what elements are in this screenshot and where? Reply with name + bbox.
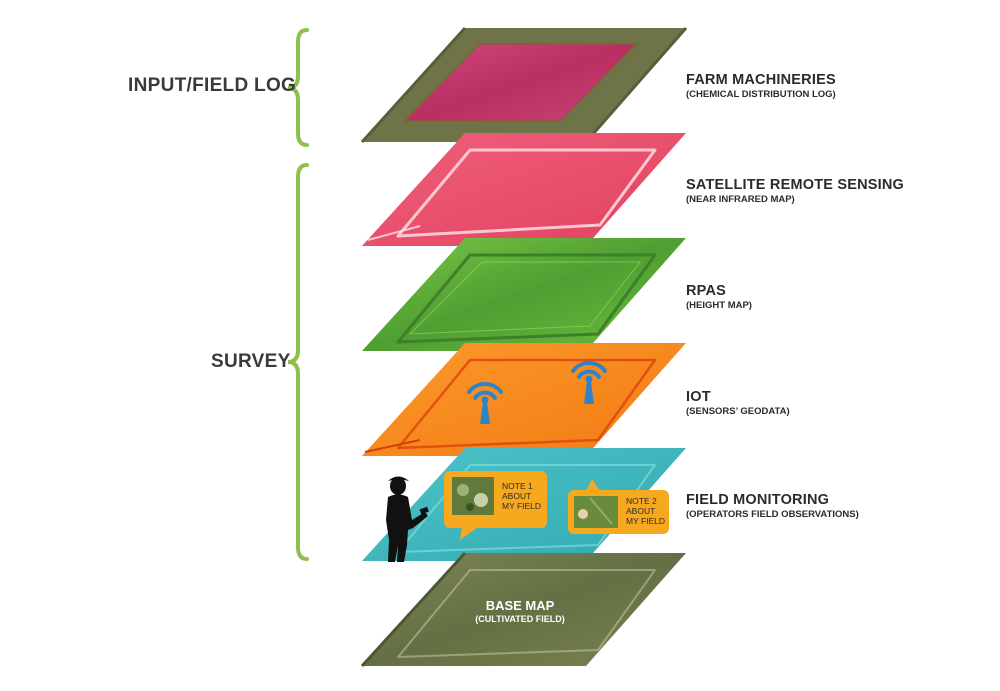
layer-label-satellite: SATELLITE REMOTE SENSING (NEAR INFRARED … [686,177,904,205]
base-map-title: BASE MAP [485,598,555,613]
base-map-subtitle: (CULTIVATED FIELD) [475,614,565,624]
layer-subtitle: (HEIGHT MAP) [686,300,752,311]
layer-label-rpas: RPAS (HEIGHT MAP) [686,283,752,311]
layer-title: FIELD MONITORING [686,492,830,508]
group-label-input: INPUT/FIELD LOG [128,75,297,96]
layer-title: IOT [686,389,711,405]
layer-subtitle: (SENSORS’ GEODATA) [686,406,790,417]
operator-silhouette-icon [386,476,429,562]
layer-rpas [362,238,686,351]
layer-title: SATELLITE REMOTE SENSING [686,177,905,193]
layer-label-iot: IOT (SENSORS’ GEODATA) [686,389,790,417]
layer-title: RPAS [686,283,727,299]
layer-subtitle: (CHEMICAL DISTRIBUTION LOG) [686,89,836,100]
layer-iot [362,343,686,456]
note-2-bubble [568,479,669,534]
survey-bracket [287,163,309,561]
note-line: NOTE 1 [502,481,533,491]
group-label-survey: SURVEY [211,351,291,372]
input-bracket [287,28,309,147]
layer-satellite [362,133,686,246]
layer-label-field-monitoring: FIELD MONITORING (OPERATORS FIELD OBSERV… [686,492,859,520]
wifi-sensor-icon [467,382,503,424]
layer-subtitle: (OPERATORS FIELD OBSERVATIONS) [686,509,859,520]
note-2-text: NOTE 2 ABOUT MY FIELD [626,496,665,526]
note-line: MY FIELD [626,516,666,526]
layer-label-farm: FARM MACHINERIES (CHEMICAL DISTRIBUTION … [686,72,836,100]
layer-base-map [360,551,686,668]
note-1-text: NOTE 1 ABOUT MY FIELD [502,481,541,511]
layer-subtitle: (NEAR INFRARED MAP) [686,194,795,205]
note-line: MY FIELD [502,501,542,511]
layer-title: FARM MACHINERIES [686,72,836,88]
layer-farm-machineries [360,26,688,144]
note-line: NOTE 2 [626,496,657,506]
wifi-sensor-icon [571,361,607,404]
note-line: ABOUT [502,491,532,501]
base-map-label: BASE MAP (CULTIVATED FIELD) [460,598,580,624]
note-1-bubble [444,471,547,540]
note-line: ABOUT [626,506,656,516]
